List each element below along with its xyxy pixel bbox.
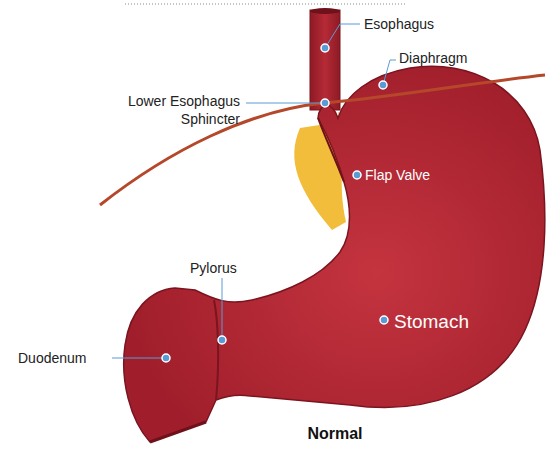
callout-dot <box>218 336 226 344</box>
part-label: Pylorus <box>190 259 280 277</box>
esophagus-opening <box>310 8 340 14</box>
callout-dot <box>321 44 329 52</box>
callout-dot <box>353 171 361 179</box>
callout-dot <box>162 354 170 362</box>
caption: Normal <box>280 424 390 444</box>
leader-line <box>246 103 325 104</box>
border-line <box>125 4 405 5</box>
leader-line <box>325 24 360 48</box>
pylorus-ring <box>214 300 218 400</box>
leader-line <box>222 278 223 340</box>
diaphragm-line <box>100 75 545 205</box>
callout-dot <box>380 316 388 324</box>
part-label: Diaphragm <box>399 49 519 67</box>
part-label: Duodenum <box>18 349 110 367</box>
part-label: Stomach <box>394 310 514 334</box>
part-label: Lower Esophagus Sphincter <box>110 92 240 128</box>
esophagus-tube <box>310 10 340 110</box>
part-label: Flap Valve <box>365 166 475 184</box>
part-label: Esophagus <box>364 15 484 33</box>
callout-dot <box>379 81 387 89</box>
callout-dot <box>321 99 329 107</box>
flap-valve-fold <box>318 118 344 182</box>
leader-line <box>112 358 166 359</box>
duodenum-cut <box>150 422 206 442</box>
